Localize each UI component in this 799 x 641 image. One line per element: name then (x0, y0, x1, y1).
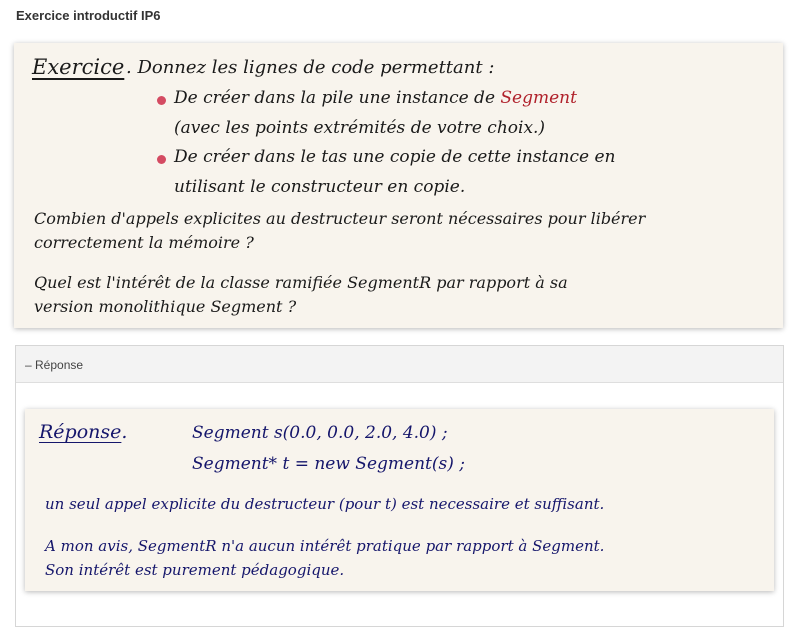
answer-panel: – Réponse Réponse. Segment s(0.0, 0.0, 2… (15, 345, 784, 627)
bullet-2: De créer dans le tas une copie de cette … (174, 147, 616, 167)
exercise-heading: Exercice (32, 55, 125, 79)
bullet-dot-1 (157, 96, 166, 105)
answer-toggle-label: – Réponse (25, 358, 84, 372)
answer-toggle[interactable]: – Réponse (16, 346, 783, 383)
bullet-1-cont: (avec les points extrémités de votre cho… (174, 118, 546, 138)
question-2-line-1: Combien d'appels explicites au destructe… (34, 209, 646, 228)
bullet-dot-2 (157, 155, 166, 164)
answer-code-line-2: Segment* t = new Segment(s) ; (192, 454, 465, 474)
exercise-note: Exercice . Donnez les lignes de code per… (14, 43, 783, 328)
answer-heading-dot: . (121, 421, 128, 443)
answer-line-5: Son intérêt est purement pédagogique. (45, 561, 345, 579)
answer-code-line-1: Segment s(0.0, 0.0, 2.0, 4.0) ; (192, 423, 448, 443)
page-title: Exercice introductif IP6 (16, 8, 161, 23)
question-3-line-1: Quel est l'intérêt de la classe ramifiée… (34, 273, 568, 292)
question-3-line-2: version monolithique Segment ? (34, 297, 297, 316)
answer-heading-text: Réponse (39, 421, 122, 443)
bullet-1-text: De créer dans la pile une instance de (174, 88, 501, 108)
bullet-1: De créer dans la pile une instance de Se… (174, 88, 577, 108)
answer-note: Réponse. Segment s(0.0, 0.0, 2.0, 4.0) ;… (25, 409, 774, 591)
bullet-2-cont: utilisant le constructeur en copie. (174, 177, 466, 197)
question-2-line-2: correctement la mémoire ? (34, 233, 254, 252)
answer-line-3: un seul appel explicite du destructeur (… (45, 495, 605, 513)
bullet-1-highlight: Segment (500, 88, 577, 108)
exercise-intro: . Donnez les lignes de code permettant : (126, 57, 495, 78)
answer-heading: Réponse. (39, 421, 127, 443)
answer-line-4: A mon avis, SegmentR n'a aucun intérêt p… (45, 537, 605, 555)
